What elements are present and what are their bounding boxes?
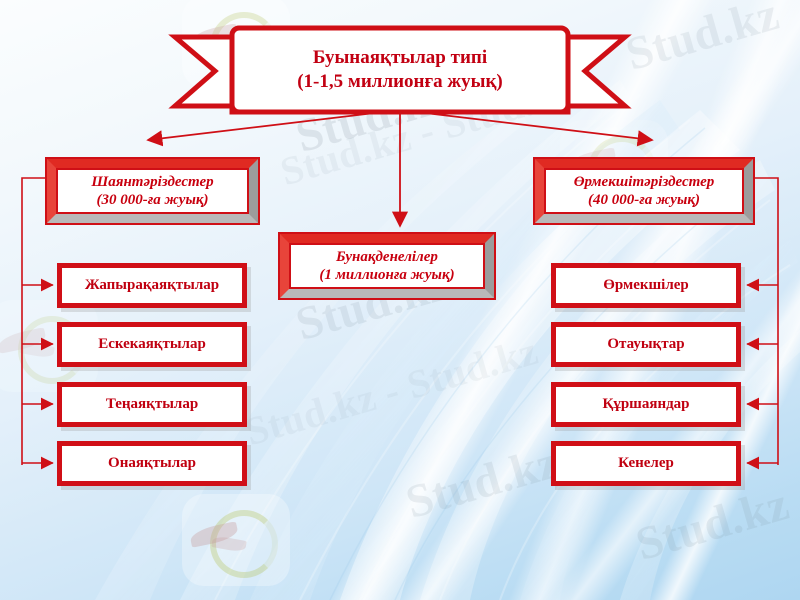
leaf-box[interactable]: Онаяқтылар [57,441,247,486]
branch-header-arachnids[interactable]: Өрмекшітәріздестер (40 000-ға жуық) [533,157,755,225]
branch-header-line2: (40 000-ға жуық) [588,192,700,208]
branch-header-crustaceans[interactable]: Шаянтәріздестер (30 000-ға жуық) [45,157,260,225]
leaf-box-label: Онаяқтылар [108,454,196,471]
branch-header-line1: Бунақденелілер [336,249,438,265]
leaf-box-label: Отауықтар [607,335,685,352]
stud-kz-bird-logo [182,494,290,586]
branch-header-line1: Өрмекшітәріздестер [573,174,715,190]
arrow-title-to-right [399,109,654,147]
leaf-box-label: Ескекаяқтылар [98,335,206,352]
watermark-text: Stud.kz - Stud.kz [240,327,543,455]
leaf-box-label: Теңаяқтылар [105,395,199,412]
branch-header-line2: (30 000-ға жуық) [96,192,209,208]
page-title-line1: Буынаяқтылар типі [312,47,488,69]
leaf-box[interactable]: Өрмекшілер [551,263,741,308]
branch-header-line2: (1 миллионға жуық) [319,267,455,283]
leaf-box[interactable]: Отауықтар [551,322,741,367]
watermark-text: Stud.kz [620,0,785,81]
arrow-title-to-left [146,109,401,147]
page-title-line2: (1-1,5 миллионға жуық) [297,71,503,92]
leaf-box-label: Құршаяндар [602,395,690,412]
leaf-box[interactable]: Ескекаяқтылар [57,322,247,367]
leaf-box[interactable]: Кенелер [551,441,741,486]
branch-header-line1: Шаянтәріздестер [91,174,214,190]
leaf-box[interactable]: Теңаяқтылар [57,382,247,427]
leaf-box-label: Өрмекшілер [603,276,689,293]
branch-header-insects[interactable]: Бунақденелілер (1 миллионға жуық) [278,232,496,300]
leaf-box[interactable]: Жапырақаяқтылар [57,263,247,308]
watermark-text: Stud.kz [630,477,795,571]
leaf-box-label: Жапырақаяқтылар [84,276,220,293]
leaf-box[interactable]: Құршаяндар [551,382,741,427]
watermark-text: Stud.kz [400,435,565,529]
page-title: Буынаяқтылар типі (1-1,5 миллионға жуық) [232,28,568,112]
leaf-box-label: Кенелер [618,454,674,471]
